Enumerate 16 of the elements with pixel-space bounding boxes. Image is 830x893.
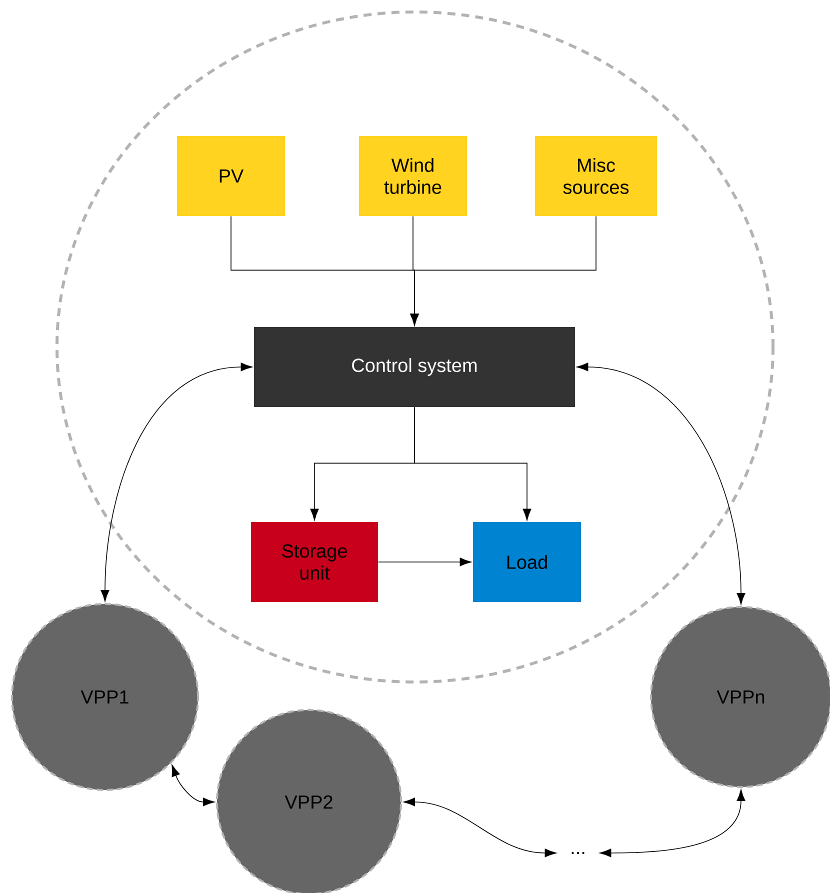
arrow [172,764,215,806]
ellipsis-text: ... [572,852,584,854]
source-box: Wind turbine [359,136,467,216]
arrow [378,558,472,566]
storage-box: Storage unit [251,522,378,602]
arrow [410,216,596,326]
source-box: PV [177,136,285,216]
control-box: Control system [254,327,575,407]
load-box: Load [473,522,581,602]
arrow [100,362,252,602]
arrow [600,789,746,858]
boundary-circle [56,10,774,684]
arrow [576,362,746,605]
source-box: Misc sources [535,136,657,216]
arrow [414,406,532,520]
arrow [403,798,556,858]
